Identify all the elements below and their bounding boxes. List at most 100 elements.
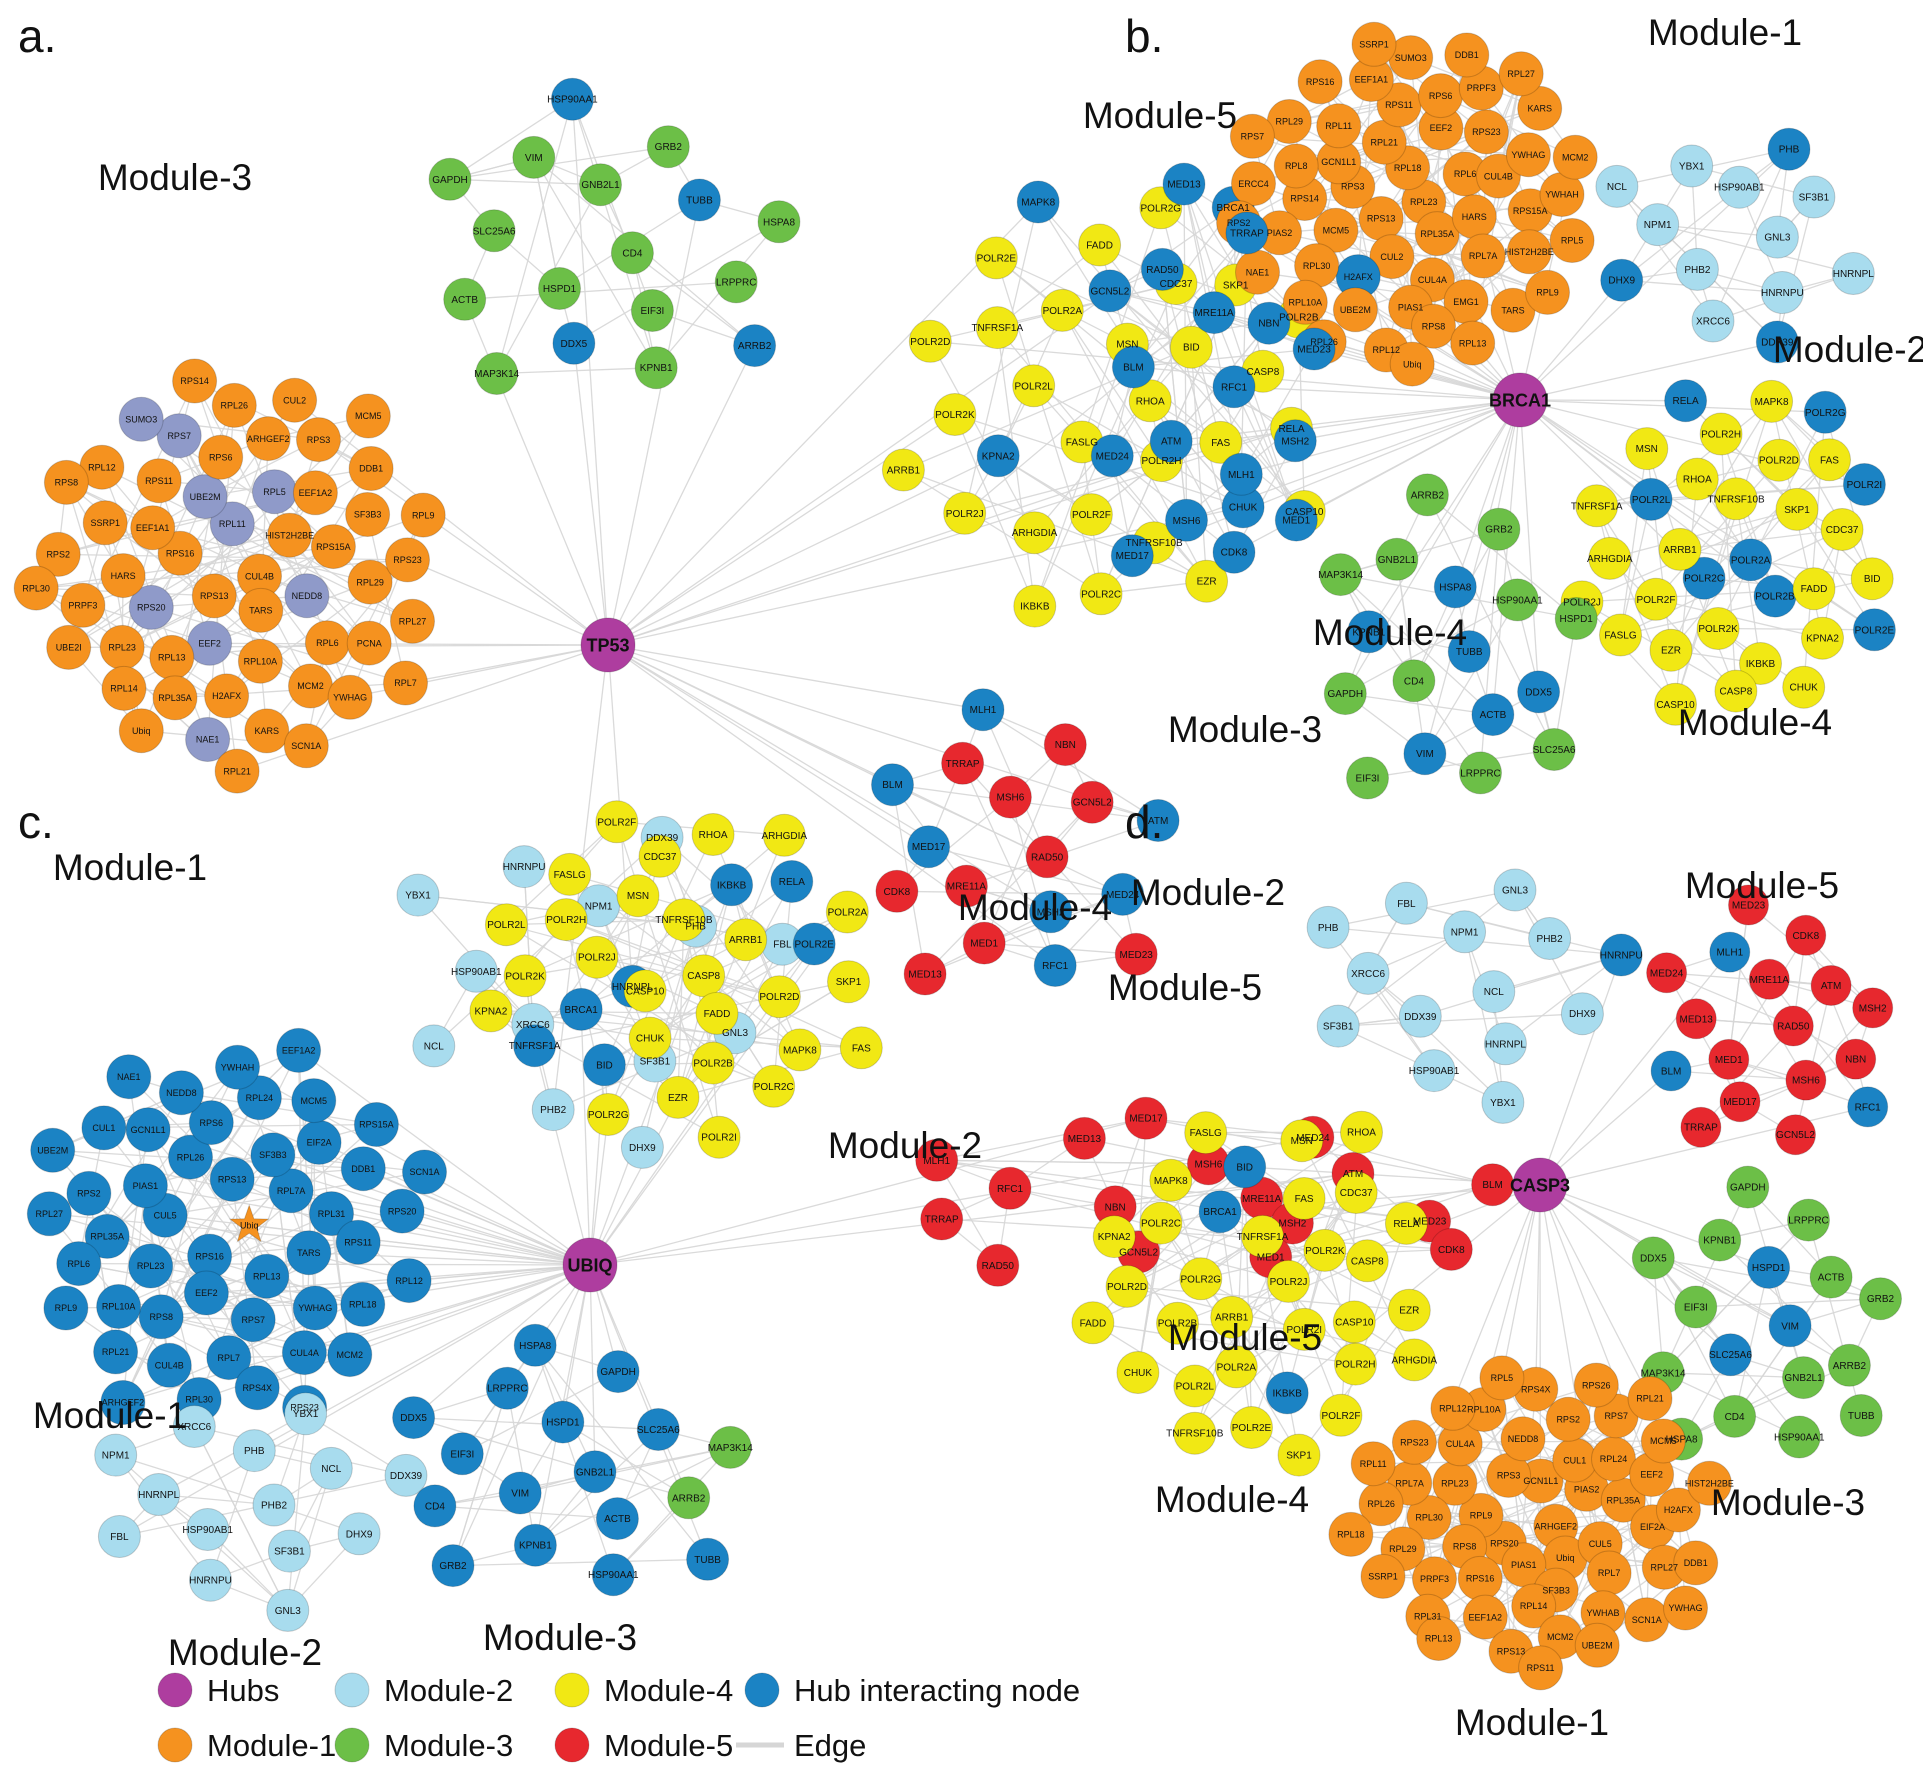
node-MSH6 <box>1785 1059 1827 1101</box>
node-ACTB <box>595 1497 639 1541</box>
node-NCL <box>1595 164 1639 208</box>
node-label-FADD: FADD <box>1080 1318 1107 1329</box>
node-label-KPNA2: KPNA2 <box>475 1006 508 1017</box>
node-RPL27 <box>390 598 435 644</box>
node-RHOA <box>1340 1110 1383 1154</box>
node-label-RPS2: RPS2 <box>46 550 70 560</box>
node-label-FAS: FAS <box>852 1043 871 1054</box>
node-label-GNL3: GNL3 <box>1764 233 1791 244</box>
node-ARRB1 <box>1658 527 1702 571</box>
node-GRB2 <box>431 1544 475 1588</box>
edge <box>1735 498 1762 664</box>
node-SKP1 <box>1277 1433 1321 1477</box>
node-label-DHX9: DHX9 <box>346 1529 373 1540</box>
node-EEF1A2 <box>292 470 338 516</box>
node-TNFRSF1A <box>975 306 1019 350</box>
node-RPL23 <box>128 1243 174 1289</box>
node-label-PHB: PHB <box>685 922 706 933</box>
edge <box>413 1416 659 1431</box>
node-label-RPL18: RPL18 <box>349 1300 377 1310</box>
edge <box>294 399 609 646</box>
edge <box>607 644 1056 967</box>
edge <box>1734 1276 1832 1417</box>
node-HNRNPL <box>1483 1022 1527 1066</box>
legend-swatch-module3 <box>334 1727 370 1763</box>
node-label-GAPDH: GAPDH <box>432 175 468 186</box>
node-HSPD1 <box>541 1400 585 1444</box>
node-label-XRCC6: XRCC6 <box>177 1422 211 1433</box>
edge <box>407 559 609 646</box>
node-TNFRSF10B <box>1714 477 1758 521</box>
node-label-HNRNPU: HNRNPU <box>189 1576 232 1587</box>
node-KARS <box>1517 85 1563 131</box>
node-label-PHB2: PHB2 <box>261 1501 288 1512</box>
edge <box>607 644 984 711</box>
node-POLR2I <box>1282 1307 1326 1351</box>
node-RPL9 <box>400 492 446 538</box>
node-BID <box>1850 557 1894 601</box>
edge <box>573 221 780 344</box>
node-label-FADD: FADD <box>1086 241 1113 252</box>
edge <box>151 606 406 684</box>
node-label-MSN: MSN <box>1116 340 1138 351</box>
node-POLR2A <box>1214 1345 1258 1389</box>
edge <box>607 644 1052 913</box>
node-label-DDX39: DDX39 <box>1404 1012 1437 1023</box>
node-label-POLR2L: POLR2L <box>1176 1382 1215 1393</box>
edge <box>1240 348 1315 475</box>
node-FADD <box>695 991 739 1035</box>
node-MED17 <box>1719 1081 1761 1123</box>
node-MSH2 <box>1273 419 1317 463</box>
node-label-HSPA8: HSPA8 <box>519 1341 551 1352</box>
node-label-EIF3I: EIF3I <box>1684 1303 1708 1314</box>
node-label-CASP8: CASP8 <box>687 971 720 982</box>
node-NBN <box>1835 1038 1877 1080</box>
node-label-DDX5: DDX5 <box>561 339 588 350</box>
node-label-RPL23: RPL23 <box>1441 1478 1469 1488</box>
edge <box>571 98 654 311</box>
node-label-PHB: PHB <box>244 1446 265 1457</box>
node-RPS7 <box>1229 113 1275 159</box>
node-label-CHUK: CHUK <box>1790 683 1819 694</box>
node-POLR2B <box>691 1041 735 1085</box>
edge <box>571 99 609 646</box>
node-LRPPRC <box>714 260 758 304</box>
node-ATM <box>1136 799 1180 842</box>
node-label-CDK8: CDK8 <box>1438 1245 1465 1256</box>
node-EIF3I <box>440 1432 484 1476</box>
node-label-GNL3: GNL3 <box>1502 886 1529 897</box>
node-label-RPL29: RPL29 <box>1276 117 1304 127</box>
node-TUBB <box>1447 630 1491 674</box>
node-label-POLR2J: POLR2J <box>1270 1277 1308 1288</box>
node-label-RPS20: RPS20 <box>388 1206 417 1216</box>
node-label-GNB2L1: GNB2L1 <box>1784 1373 1823 1384</box>
node-MED1 <box>1274 498 1318 542</box>
node-label-POLR2L: POLR2L <box>1632 495 1671 506</box>
node-label-TNFRSF1A: TNFRSF1A <box>1571 501 1623 512</box>
node-label-HSPA8: HSPA8 <box>1439 582 1471 593</box>
node-label-CUL1: CUL1 <box>1563 1455 1586 1465</box>
node-label-FASLG: FASLG <box>1604 631 1636 642</box>
node-label-SKP1: SKP1 <box>1784 505 1810 516</box>
node-label-HSP90AA1: HSP90AA1 <box>1492 595 1543 606</box>
node-RPS15A <box>353 1102 399 1147</box>
node-label-POLR2A: POLR2A <box>1217 1362 1257 1373</box>
node-XRCC6 <box>1346 951 1390 995</box>
node-label-RPL24: RPL24 <box>1600 1454 1628 1464</box>
node-label-MCM5: MCM5 <box>355 411 382 421</box>
node-label-TARS: TARS <box>249 606 272 616</box>
node-label-RPL21: RPL21 <box>1636 1394 1664 1404</box>
node-DDX5 <box>1517 670 1561 714</box>
node-label-POLR2F: POLR2F <box>1322 1411 1361 1422</box>
node-Ubiq <box>118 708 164 754</box>
node-RAD50 <box>1140 247 1184 291</box>
node-ARRB2 <box>667 1476 711 1520</box>
node-NAE1 <box>185 717 231 762</box>
node-TUBB <box>677 178 721 222</box>
node-POLR2E <box>974 236 1018 280</box>
node-label-KPNA2: KPNA2 <box>982 451 1015 462</box>
edge <box>655 221 780 369</box>
edge <box>119 1264 591 1538</box>
node-CASP10 <box>623 969 667 1013</box>
